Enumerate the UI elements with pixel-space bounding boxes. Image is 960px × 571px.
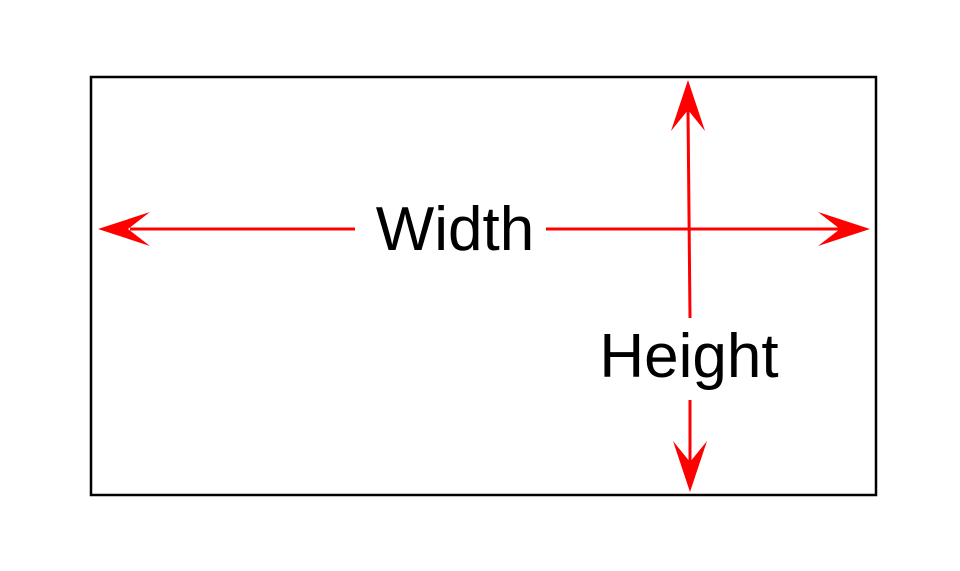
width-arrowhead-right (818, 212, 870, 246)
rectangle-outline (89, 75, 878, 497)
height-arrow-top-line (686, 109, 692, 319)
width-label: Width (376, 195, 534, 264)
height-arrowhead-top (671, 80, 705, 131)
height-arrowhead-bottom (673, 441, 707, 492)
width-arrowhead-left (98, 212, 150, 246)
height-label: Height (599, 322, 778, 391)
